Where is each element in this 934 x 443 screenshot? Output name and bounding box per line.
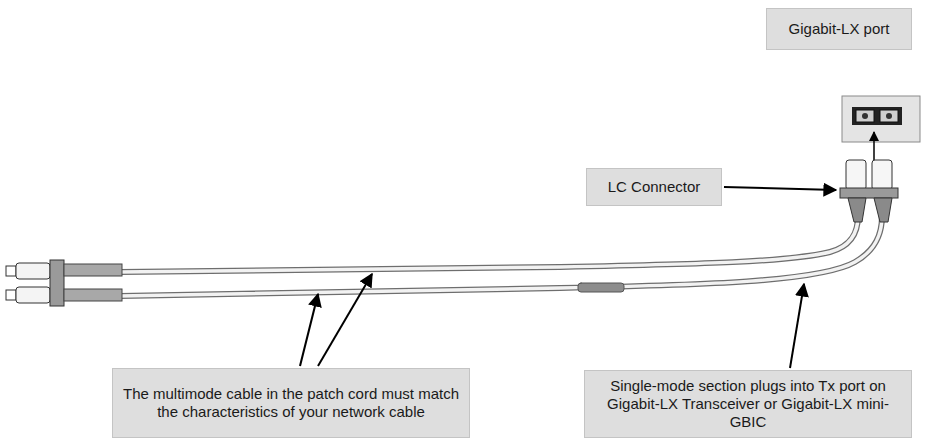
port-label-box: Gigabit-LX port <box>766 8 912 50</box>
label-text: LC Connector <box>608 178 701 196</box>
callout-box: The multimode cable in the patch cord mu… <box>112 368 470 438</box>
label-text: Single-mode section plugs into Tx port o… <box>595 377 901 431</box>
port-panel <box>842 96 920 142</box>
connector-label-box: LC Connector <box>586 168 722 206</box>
label-text: Gigabit-LX port <box>789 20 890 38</box>
lc-connector <box>840 160 898 222</box>
label-text: The multimode cable in the patch cord mu… <box>123 385 459 421</box>
callout-box: Single-mode section plugs into Tx port o… <box>584 370 912 438</box>
fiber-cable <box>120 216 882 296</box>
st-connector <box>6 260 122 306</box>
